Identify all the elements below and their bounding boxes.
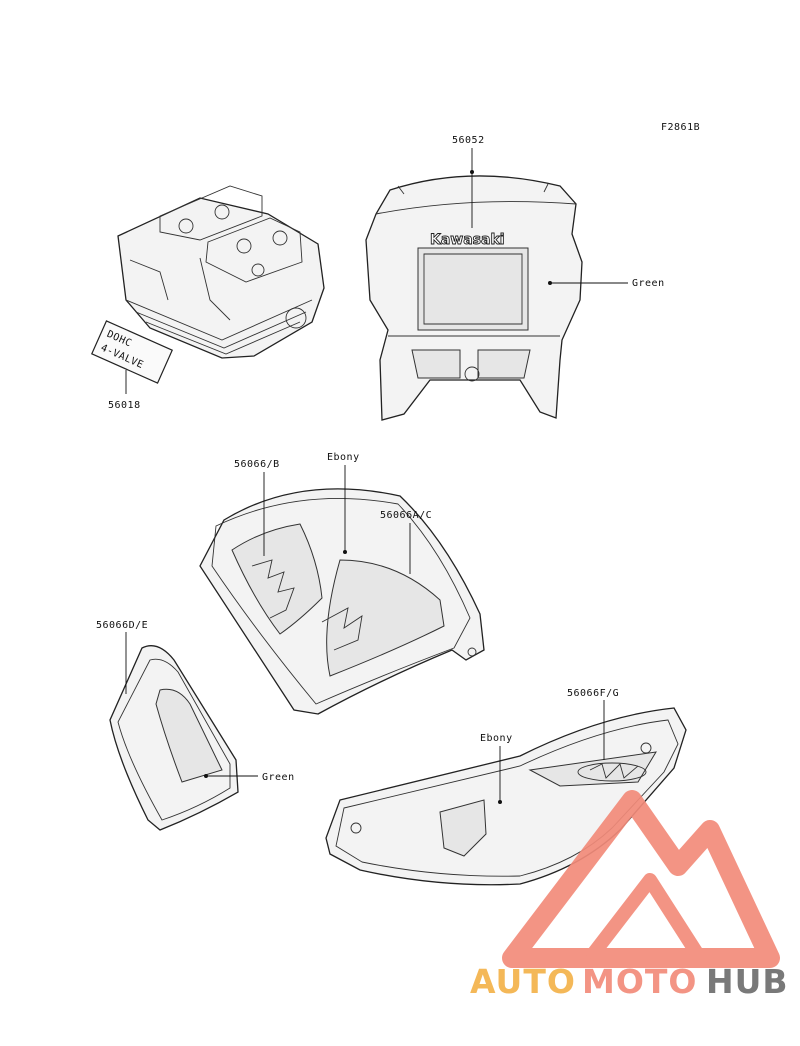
part-56066d-e-label: 56066D/E	[96, 620, 148, 631]
headlight-cowl	[365, 175, 583, 421]
part-56066f-g-label: 56066F/G	[567, 688, 619, 699]
side-cover-color-label: Green	[262, 772, 295, 783]
side-cover-decal	[109, 645, 239, 831]
watermark-word-moto: MOTO	[582, 962, 697, 1001]
part-56052-label: 56052	[452, 135, 485, 146]
seat-cowl-color-label: Ebony	[480, 733, 513, 744]
engine-cylinder-head	[117, 185, 325, 359]
part-56018-label: 56018	[108, 400, 141, 411]
cowl-color-label: Green	[632, 278, 665, 289]
watermark-word-hub: HUB	[706, 962, 789, 1001]
automotohub-watermark: AUTO MOTO HUB	[470, 790, 789, 1001]
watermark-word-auto: AUTO	[470, 962, 576, 1001]
part-56066-b-label: 56066/B	[234, 459, 280, 470]
tank-color-label: Ebony	[327, 452, 360, 463]
fuel-tank-shroud	[199, 488, 485, 715]
watermark-logo-icon	[502, 790, 780, 968]
part-56066a-c-label: 56066A/C	[380, 510, 432, 521]
figure-code: F2861B	[661, 122, 700, 133]
kawasaki-logo: Kawasaki	[430, 232, 505, 248]
